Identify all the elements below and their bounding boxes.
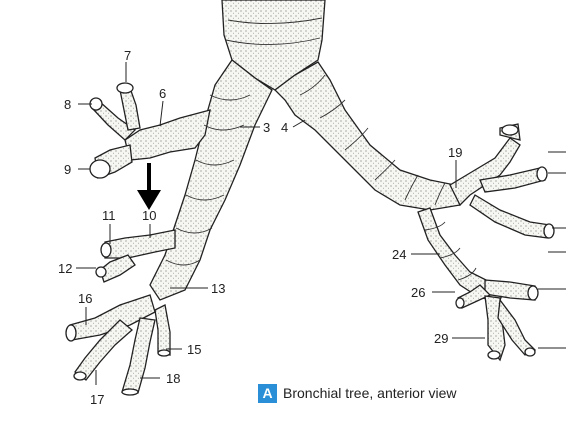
caption-badge: A <box>258 383 277 403</box>
segment-10-branch <box>104 229 176 259</box>
pointer-arrow-icon <box>137 163 161 210</box>
label-4: 4 <box>281 120 288 135</box>
label-19: 19 <box>448 145 462 160</box>
segment-12-branch <box>99 254 136 283</box>
label-12: 12 <box>58 261 72 276</box>
label-29: 29 <box>434 331 448 346</box>
figure-caption: A Bronchial tree, anterior view <box>258 382 457 404</box>
label-24: 24 <box>392 247 406 262</box>
label-9: 9 <box>64 162 71 177</box>
label-group: 7 8 6 9 3 4 11 10 12 13 16 15 18 17 19 2… <box>58 48 462 407</box>
cartilage-rings <box>165 17 477 281</box>
label-17: 17 <box>90 392 104 407</box>
label-11: 11 <box>102 208 116 223</box>
label-26: 26 <box>411 285 425 300</box>
leader-lines <box>76 62 566 385</box>
label-10: 10 <box>142 208 156 223</box>
left-main-bronchus <box>274 61 461 211</box>
bronchus-openings <box>65 82 555 396</box>
segment-17-branch <box>74 319 133 381</box>
label-18: 18 <box>166 371 180 386</box>
right-main-bronchus <box>149 59 273 301</box>
label-3: 3 <box>263 120 270 135</box>
segment-15-branch <box>154 304 171 356</box>
caption-text: Bronchial tree, anterior view <box>283 385 457 401</box>
label-13: 13 <box>211 281 225 296</box>
label-15: 15 <box>187 342 201 357</box>
left-upper-branch-c <box>469 194 551 239</box>
label-8: 8 <box>64 97 71 112</box>
label-6: 6 <box>159 86 166 101</box>
left-upper-lobe-bronchus <box>449 137 521 207</box>
label-7: 7 <box>124 48 131 63</box>
label-16: 16 <box>78 291 92 306</box>
